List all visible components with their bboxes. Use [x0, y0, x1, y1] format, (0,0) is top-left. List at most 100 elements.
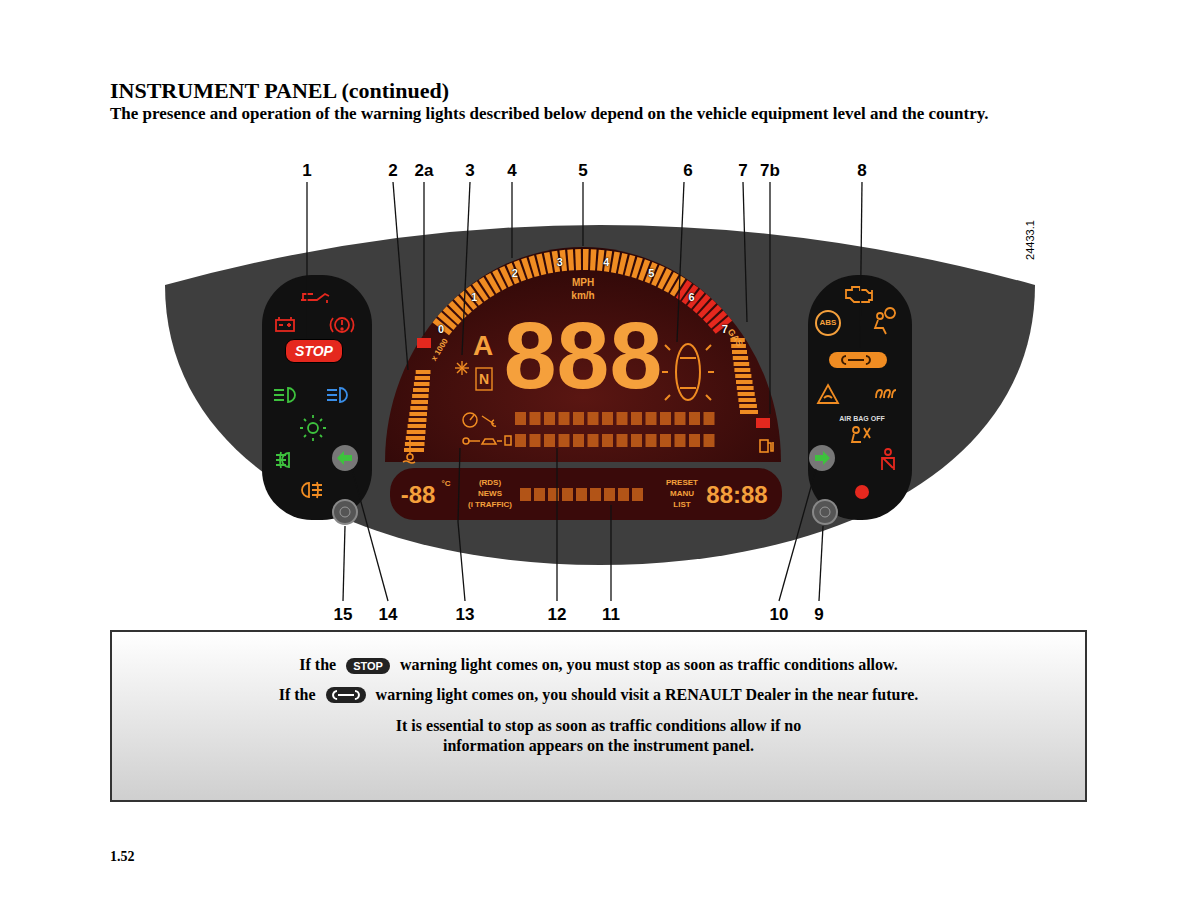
gearbox-mode: A: [473, 332, 493, 360]
callout-number: 6: [683, 162, 692, 179]
matrix-cell: [602, 434, 613, 447]
callout-number: 11: [602, 606, 620, 623]
rpm-number: 5: [648, 268, 654, 279]
matrix-cell: [573, 412, 584, 425]
dashboard-housing: [165, 225, 1035, 565]
abs-warning-light: ABS: [815, 310, 842, 337]
temp-segment: [406, 436, 425, 440]
note-line: If the warning light comes on, you should…: [132, 686, 1065, 704]
matrix-cell: [520, 488, 531, 501]
figure-reference: 24433.1: [1025, 220, 1036, 260]
temperature-unit: °C: [442, 480, 451, 488]
matrix-cell: [590, 488, 601, 501]
intro-text: The presence and operation of the warnin…: [110, 104, 1095, 124]
matrix-cell: [559, 434, 570, 447]
matrix-cell: [704, 412, 715, 425]
temp-segment: [407, 430, 426, 434]
badge-shape: [326, 687, 366, 703]
rpm-number: 1: [471, 291, 477, 302]
callout-number: 10: [770, 606, 789, 623]
battery-icon: [276, 317, 294, 331]
rpm-number: 0: [438, 324, 444, 335]
fuel-segment: [740, 410, 758, 414]
matrix-cell: [530, 434, 541, 447]
note-line: If theSTOPwarning light comes on, you mu…: [132, 656, 1065, 674]
matrix-cell: [646, 412, 657, 425]
service-icons: [463, 413, 511, 445]
radio-indicator: NEWS: [478, 490, 502, 498]
callout-number: 1: [302, 162, 311, 179]
tach-segment: [590, 249, 597, 270]
matrix-cell: [602, 412, 613, 425]
tach-segment: [460, 290, 477, 310]
callout-number: 7: [738, 162, 747, 179]
warning-note-box: If theSTOPwarning light comes on, you mu…: [110, 630, 1087, 802]
matrix-cell: [573, 434, 584, 447]
temp-segment: [416, 370, 431, 374]
matrix-cell: [631, 412, 642, 425]
fuel-warning-light: [756, 418, 770, 428]
note-text: warning light comes on, you should visit…: [376, 686, 919, 704]
radio-indicator: (i TRAFFIC): [468, 501, 512, 509]
tach-segment: [583, 249, 589, 270]
brake-icon: [330, 318, 353, 332]
temperature-digits: -88: [401, 483, 436, 507]
left-indicator: [332, 445, 358, 471]
callout-number: 9: [814, 606, 823, 623]
preheat-icon: [876, 390, 896, 398]
matrix-cell: [675, 412, 686, 425]
temp-segment: [409, 418, 427, 422]
right-indicator: [809, 445, 835, 471]
callout-number: 5: [578, 162, 587, 179]
car-icon: [662, 344, 714, 400]
fuel-segment: [739, 404, 757, 408]
matrix-cell: [604, 488, 615, 501]
tach-segment: [575, 249, 581, 270]
note-text: If the: [299, 656, 336, 674]
matrix-cell: [576, 488, 587, 501]
matrix-cell: [689, 412, 700, 425]
service-badge-icon: [829, 352, 887, 368]
radio-indicator: (RDS): [479, 479, 501, 487]
matrix-cell: [632, 488, 643, 501]
callout-number: 13: [456, 606, 475, 623]
engine-icon: [846, 287, 872, 302]
callout-number: 15: [334, 606, 353, 623]
tach-segment: [544, 252, 553, 274]
fuel-pump-icon: [760, 440, 773, 452]
radio-mode: PRESET: [666, 479, 698, 487]
callout-number: 14: [379, 606, 398, 623]
rpm-number: 2: [512, 268, 518, 279]
temp-segment: [414, 382, 430, 386]
speed-unit: km/h: [571, 291, 594, 301]
matrix-cell: [675, 434, 686, 447]
skid-icon: [818, 385, 838, 403]
fuel-label: GAS: [726, 327, 745, 348]
rpm-number: 6: [689, 291, 695, 302]
sidelight-icon: [300, 415, 326, 441]
thermometer-icon: [403, 440, 415, 463]
temp-segment: [405, 442, 425, 446]
matrix-cell: [530, 412, 541, 425]
gear-letter: N: [479, 372, 489, 386]
temp-segment: [413, 388, 429, 392]
matrix-cell: [544, 434, 555, 447]
radio-mode: MANU: [670, 490, 694, 498]
callout-number: 7b: [760, 162, 780, 179]
matrix-cell: [617, 434, 628, 447]
rpm-number: 4: [603, 256, 609, 267]
matrix-cell: [588, 412, 599, 425]
rear-fog-icon: [302, 482, 322, 498]
light-text: ABS: [820, 318, 837, 327]
rpm-multiplier: x 1000: [430, 338, 450, 363]
matrix-cell: [631, 434, 642, 447]
airbag-icon: [875, 308, 895, 334]
right-pod-icons: [818, 287, 896, 470]
light-text: STOP: [295, 343, 333, 359]
temperature-gauge: [404, 370, 431, 452]
callout-number: 8: [857, 162, 866, 179]
matrix-cell: [618, 488, 629, 501]
temp-segment: [411, 400, 428, 404]
note-text: If the: [279, 686, 316, 704]
front-fog-icon: [276, 452, 289, 468]
